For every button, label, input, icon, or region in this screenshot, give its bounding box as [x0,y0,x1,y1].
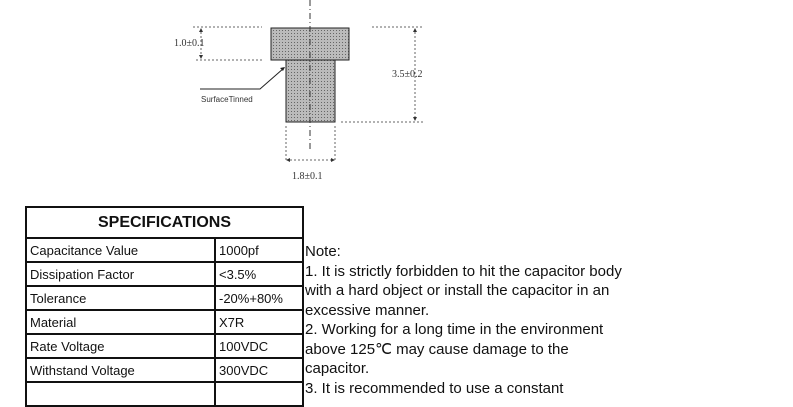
total-height-dimension: 3.5±0.2 [392,69,423,80]
note-line: above 125℃ may cause damage to the [305,340,569,358]
spec-value: 300VDC [214,357,304,383]
table-row: Dissipation Factor<3.5% [25,261,304,287]
table-row [25,381,304,407]
spec-name: Dissipation Factor [25,261,216,287]
width-dimension: 1.8±0.1 [292,171,323,182]
note-line: 2. Working for a long time in the enviro… [305,321,604,338]
spec-value: 1000pf [214,237,304,263]
spec-name [25,381,216,407]
spec-name: Tolerance [25,285,216,311]
spec-value [214,381,304,407]
spec-name: Withstand Voltage [25,357,216,383]
spec-value: <3.5% [214,261,304,287]
notes-title: Note: [305,243,341,260]
spec-value: 100VDC [214,333,304,359]
table-row: Tolerance-20%+80% [25,285,304,311]
spec-value: -20%+80% [214,285,304,311]
spec-name: Material [25,309,216,335]
capacitor-dimension-drawing [193,0,423,162]
surface-tinned-label: SurfaceTinned [201,95,253,104]
note-line: 1. It is strictly forbidden to hit the c… [305,262,622,280]
note-line: with a hard object or install the capaci… [305,282,610,299]
spec-value: X7R [214,309,304,335]
spec-name: Capacitance Value [25,237,216,263]
notes-block: Note: 1. It is strictly forbidden to hit… [305,242,665,398]
note-line: excessive manner. [305,301,430,319]
note-line: 3. It is recommended to use a constant [305,379,564,397]
head-height-dimension: 1.0±0.1 [174,38,205,49]
spec-name: Rate Voltage [25,333,216,359]
note-line: capacitor. [305,360,370,377]
specifications-title: SPECIFICATIONS [25,206,304,239]
